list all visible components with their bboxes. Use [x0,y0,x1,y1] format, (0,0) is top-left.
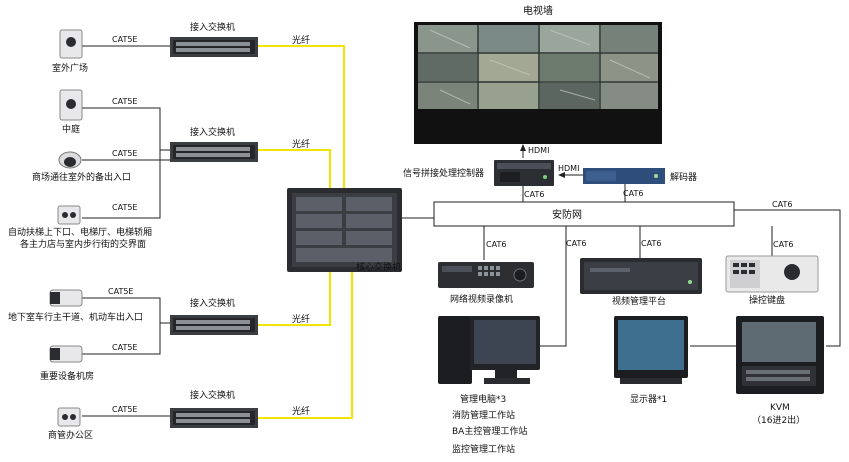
camera-label-equipment-room: 重要设备机房 [40,370,94,382]
camera-icon [59,89,83,121]
splice-controller-label: 信号拼接处理控制器 [403,167,484,179]
hdmi-label-1: HDMI [528,146,549,155]
camera-label-courtyard: 中庭 [62,123,80,135]
access-switch-2 [170,142,258,162]
bullet-camera-icon [49,289,83,307]
security-net-label: 安防网 [552,208,582,221]
access-switch-4 [170,408,258,428]
video-wall [414,22,662,144]
video-wall-title: 电视墙 [523,4,553,17]
cat5e-label-1: CAT5E [112,35,137,44]
cat5e-label-7: CAT5E [112,405,137,414]
control-keyboard-device [725,255,819,293]
keyboard-label: 操控键盘 [749,294,785,306]
access-switch-label-4: 接入交换机 [190,389,235,401]
cable-group [82,45,841,419]
cat6-label-keyboard: CAT6 [773,240,793,249]
camera-icon [57,407,81,427]
pc-workstation-1: 消防管理工作站 [452,409,515,421]
core-switch-device [287,188,402,272]
cat5e-label-4: CAT5E [112,203,137,212]
access-switch-3 [170,315,258,335]
camera-label-garage: 地下室车行主干道、机动车出入口 [8,311,143,323]
nvr-device [438,262,534,288]
fiber-label-2: 光纤 [292,138,310,150]
camera-label-office: 商管办公区 [48,429,93,441]
access-switch-label-3: 接入交换机 [190,297,235,309]
splice-controller-device [494,160,554,186]
kvm-sublabel: （16进2出） [752,414,805,426]
vms-label: 视频管理平台 [612,295,666,307]
fiber-label-1: 光纤 [292,34,310,46]
camera-label-escalator-1: 自动扶梯上下口、电梯厅、电梯轿厢 [8,226,152,238]
hdmi-label-2: HDMI [558,164,579,173]
monitor-device [614,316,688,384]
cat6-label-pc: CAT6 [566,239,586,248]
vms-device [580,258,702,294]
camera-label-outdoor-square: 室外广场 [52,62,88,74]
kvm-device [736,316,824,394]
decoder-label: 解码器 [670,171,697,183]
decoder-device [583,168,665,184]
pc-workstation-3: 监控管理工作站 [452,443,515,455]
cat5e-label-6: CAT5E [112,343,137,352]
dome-camera-icon [58,151,82,169]
cat6-label-vms: CAT6 [641,239,661,248]
fiber-label-4: 光纤 [292,405,310,417]
cat6-label-decoder: CAT6 [623,189,643,198]
monitor-label: 显示器*1 [630,394,667,405]
fiber-label-3: 光纤 [292,313,310,325]
bullet-camera-icon [49,345,83,363]
cat5e-label-2: CAT5E [112,97,137,106]
core-switch-label: 核心交换机 [356,261,401,273]
access-switch-label-1: 接入交换机 [190,21,235,33]
pc-device [438,316,540,384]
access-switch-label-2: 接入交换机 [190,126,235,138]
access-switch-1 [170,37,258,57]
camera-icon [59,29,83,59]
camera-label-escalator-2: 各主力店与室内步行街的交界面 [20,238,146,250]
nvr-label: 网络视频录像机 [450,293,513,305]
cat5e-label-3: CAT5E [112,149,137,158]
camera-label-mall-exit: 商场通往室外的备出入口 [32,171,131,183]
cat6-label-right: CAT6 [772,200,792,209]
kvm-label: KVM [770,403,790,413]
pc-workstation-2: BA主控管理工作站 [452,425,527,437]
cat5e-label-5: CAT5E [108,287,133,296]
cat6-label-controller: CAT6 [524,190,544,199]
camera-icon [57,205,81,225]
pc-label: 管理电脑*3 [460,393,506,405]
cat6-label-nvr: CAT6 [486,240,506,249]
